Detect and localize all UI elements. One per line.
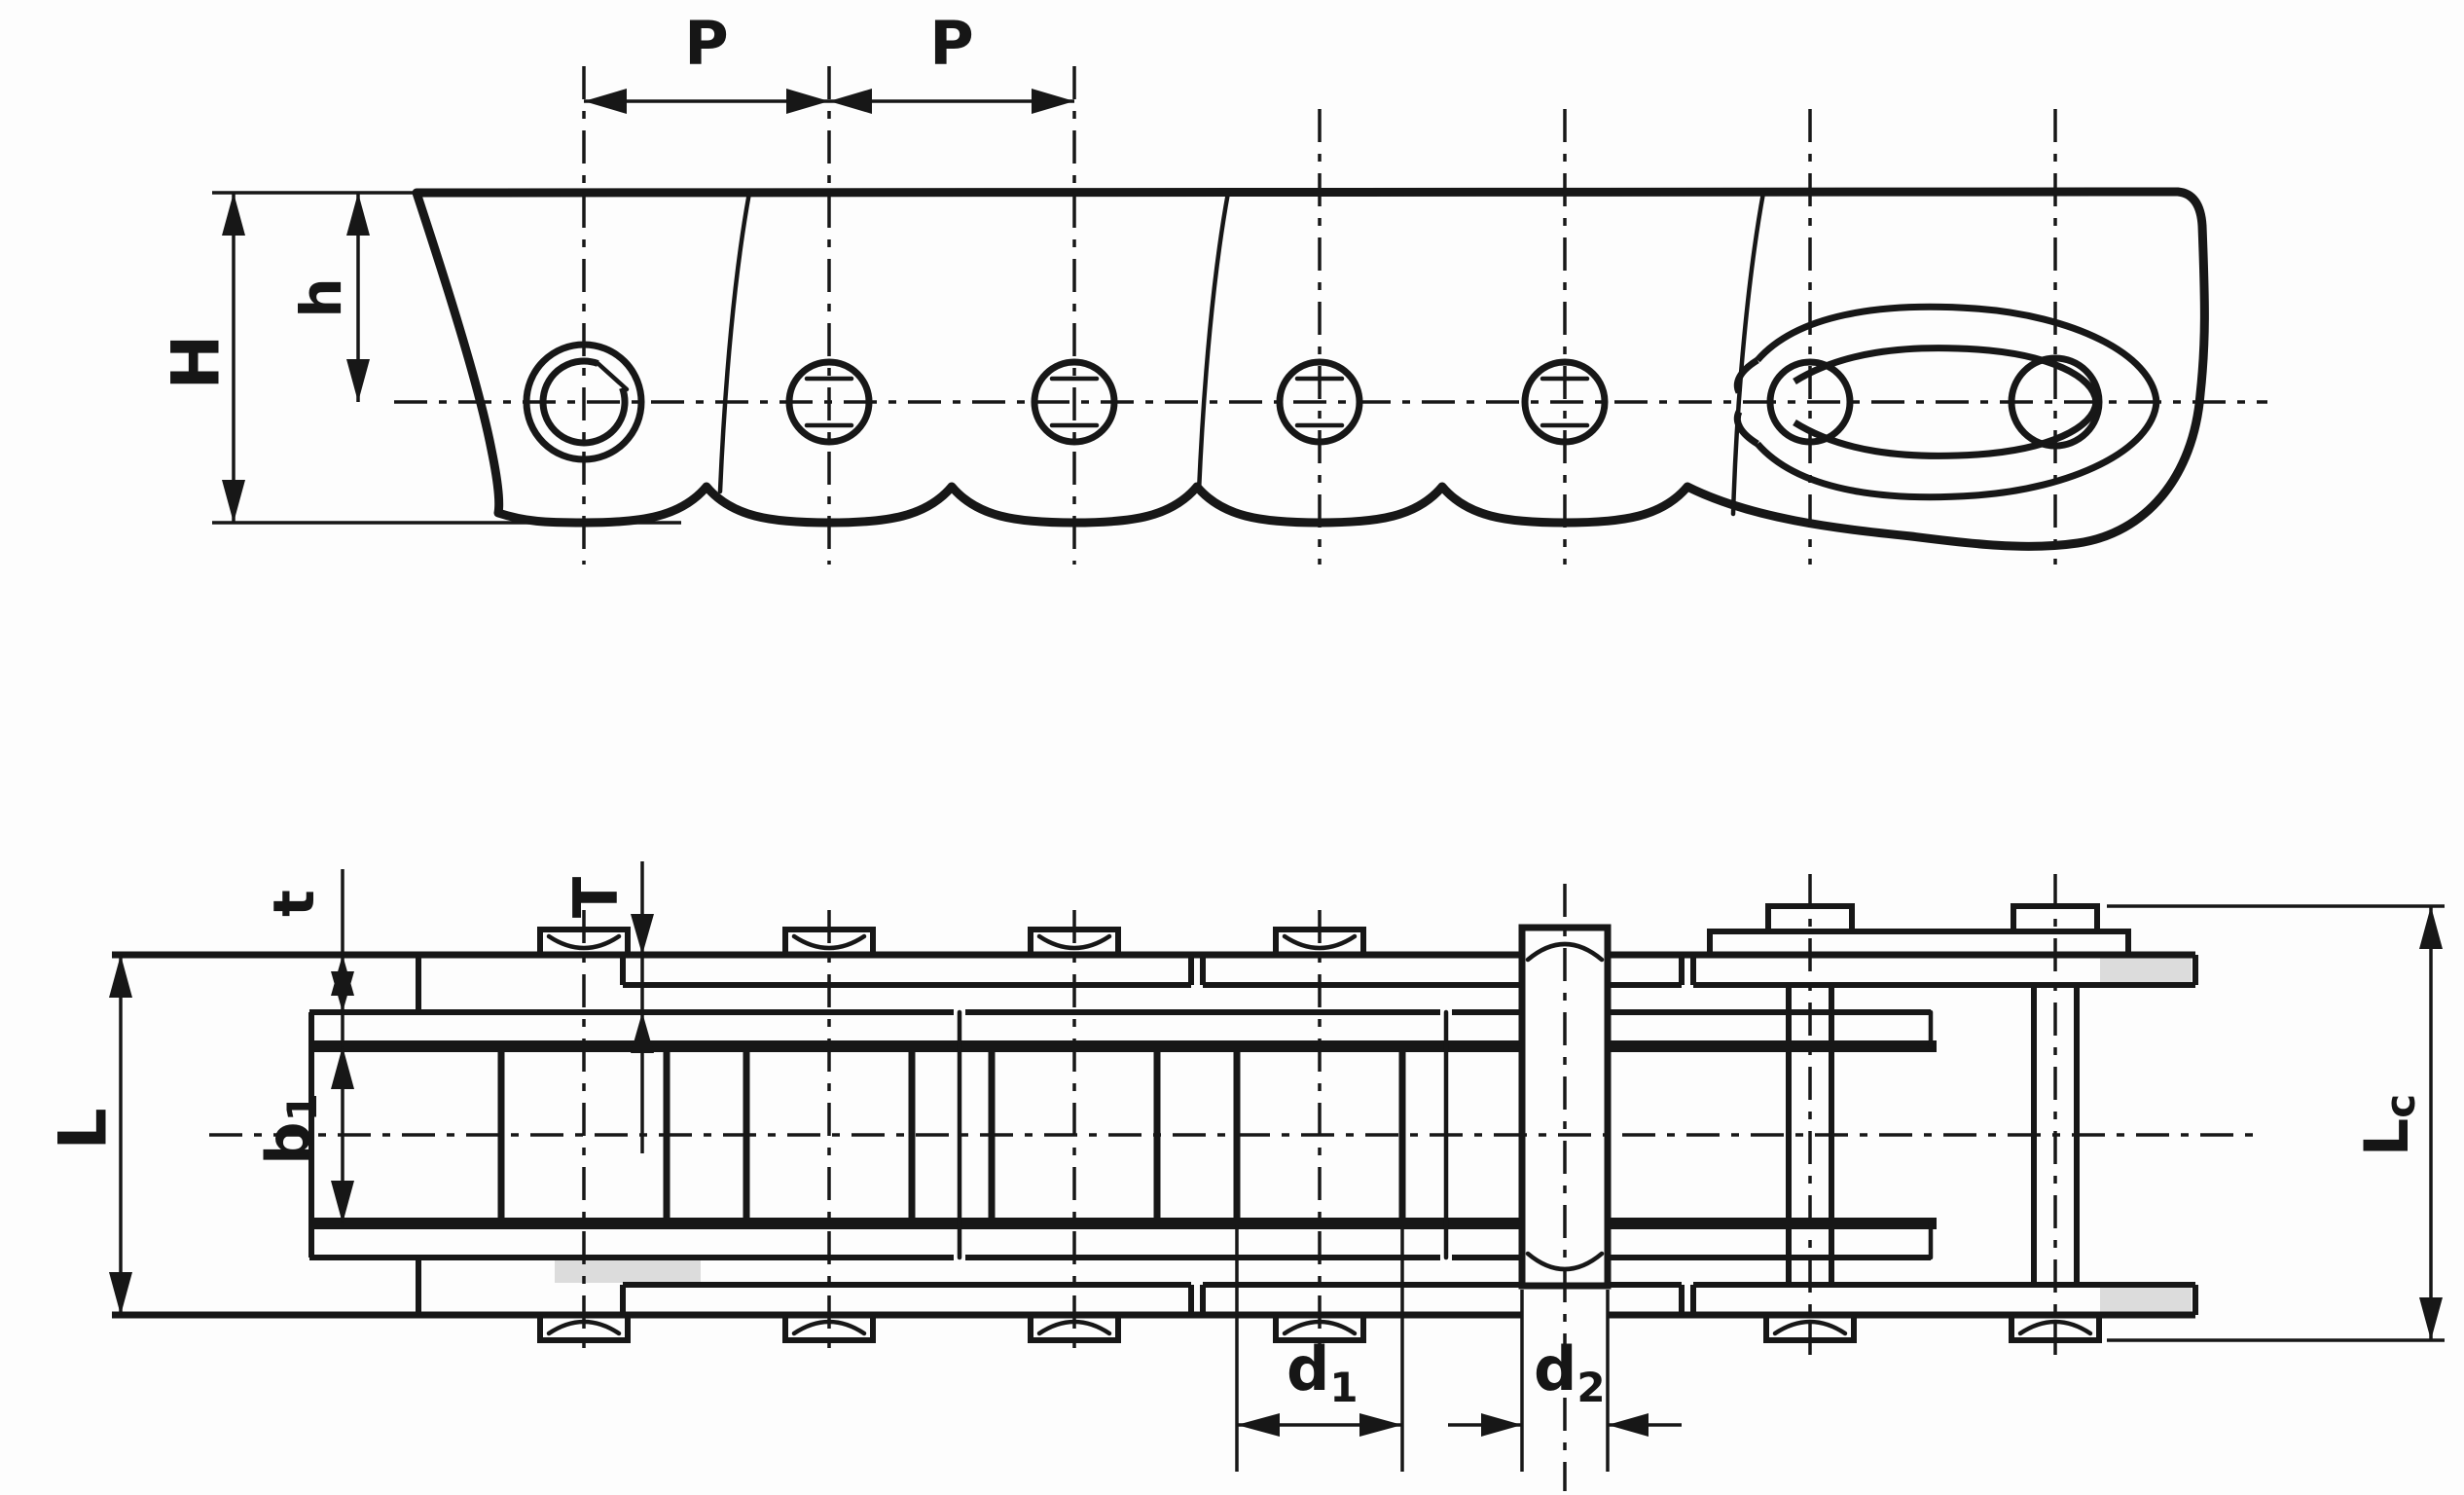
chain-silhouette [412, 187, 2209, 551]
side-view-centerlines [394, 66, 2267, 565]
dim-pin-length: L [46, 955, 132, 1315]
pin-circles [523, 341, 2103, 463]
dim-roller-diameter: d1 [1235, 1225, 1404, 1472]
dim-pitch-1: P [584, 8, 829, 114]
dim-label-pitch-1: P [684, 8, 728, 79]
dim-label-pitch-2: P [929, 8, 973, 79]
dim-pitch-2: P [829, 8, 1074, 114]
dim-label-outer-plate-thickness: T [561, 877, 632, 918]
dim-plate-height: h [288, 193, 370, 402]
pin-heads [537, 927, 2102, 1343]
dim-label-pin-length-clip: Lc [2351, 1094, 2424, 1156]
rollers [497, 1046, 1406, 1223]
dim-label-pin-length: L [46, 1108, 123, 1149]
dim-label-roller-diameter: d1 [1286, 1333, 1359, 1411]
dim-pin-length-clip: Lc [2107, 904, 2445, 1342]
dim-label-inner-width: b1 [253, 1093, 326, 1165]
connecting-link [1707, 903, 2131, 1288]
shading [555, 958, 2192, 1312]
plate-seams [717, 190, 1766, 517]
dim-outer-plate-thickness: T [561, 861, 654, 1153]
dim-chain-height: H [159, 191, 681, 525]
dim-inner-width: b1 [253, 1046, 354, 1223]
section-pin [1518, 924, 1612, 1290]
spring-clip [1733, 303, 2160, 501]
plan-view: L t b1 T Lc [46, 861, 2445, 1491]
dim-label-plate-height: h [288, 277, 354, 317]
clip-strip [1707, 929, 2131, 958]
plate-edges [308, 955, 2198, 1315]
dim-label-inner-plate-thickness: t [261, 890, 327, 917]
clip-pin-cap [2011, 903, 2100, 934]
clip-pin-cap [1765, 903, 1855, 934]
dim-pin-diameter: d2 [1448, 1290, 1682, 1472]
bushing-split-ring [539, 357, 629, 447]
side-view: P P H h [159, 8, 2267, 565]
dim-label-pin-diameter: d2 [1534, 1333, 1606, 1411]
dim-label-chain-height: H [159, 335, 236, 390]
